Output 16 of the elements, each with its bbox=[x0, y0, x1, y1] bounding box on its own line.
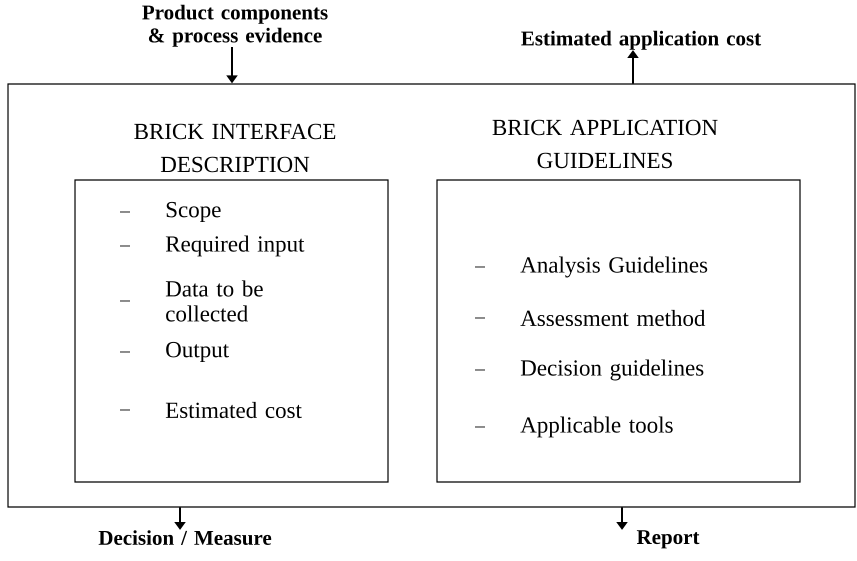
list-item: Data to be collected bbox=[166, 280, 263, 322]
flow-label: Report bbox=[636, 530, 700, 548]
flow-label: Decision / Measure bbox=[98, 530, 272, 546]
list-item: Applicable tools bbox=[520, 416, 673, 438]
list-item: Estimated cost bbox=[166, 402, 302, 418]
list-item: Assessment method bbox=[520, 310, 706, 326]
list-item: Required input bbox=[166, 236, 304, 256]
flow-label: Estimated application cost bbox=[521, 30, 762, 50]
outer-box bbox=[7, 83, 856, 508]
list-item: Analysis Guidelines bbox=[520, 256, 708, 278]
flow-label: Product components & process evidence bbox=[142, 4, 328, 47]
heading: BRICK APPLICATION GUIDELINES bbox=[492, 120, 718, 168]
list-item: Scope bbox=[166, 202, 221, 222]
list-item: Output bbox=[166, 342, 229, 362]
heading: BRICK INTERFACE DESCRIPTION bbox=[134, 124, 336, 172]
list-item: Decision guidelines bbox=[520, 360, 704, 380]
